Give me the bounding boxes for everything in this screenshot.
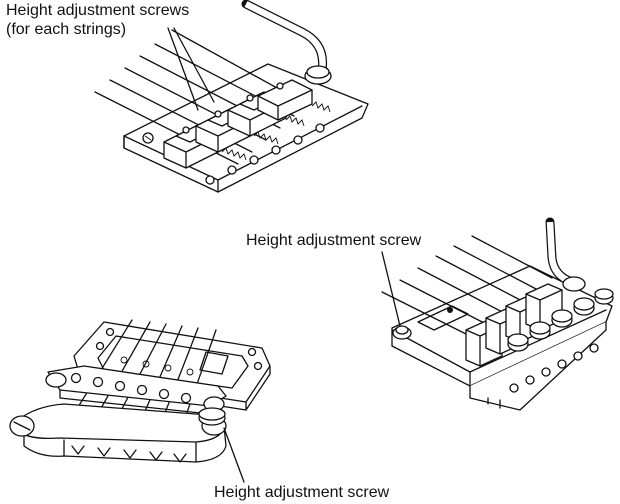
label-height-adjustment-screw-right: Height adjustment screw [246,232,422,249]
label-height-adjustment-screws: Height adjustment screws [6,2,190,19]
label-height-adjustment-screw-bottom: Height adjustment screw [214,484,390,501]
label-for-each-strings: (for each strings) [6,21,127,38]
tremolo-bridge [381,217,614,411]
tune-o-matic-bridge [9,319,271,483]
fixed-bridge [94,0,369,193]
